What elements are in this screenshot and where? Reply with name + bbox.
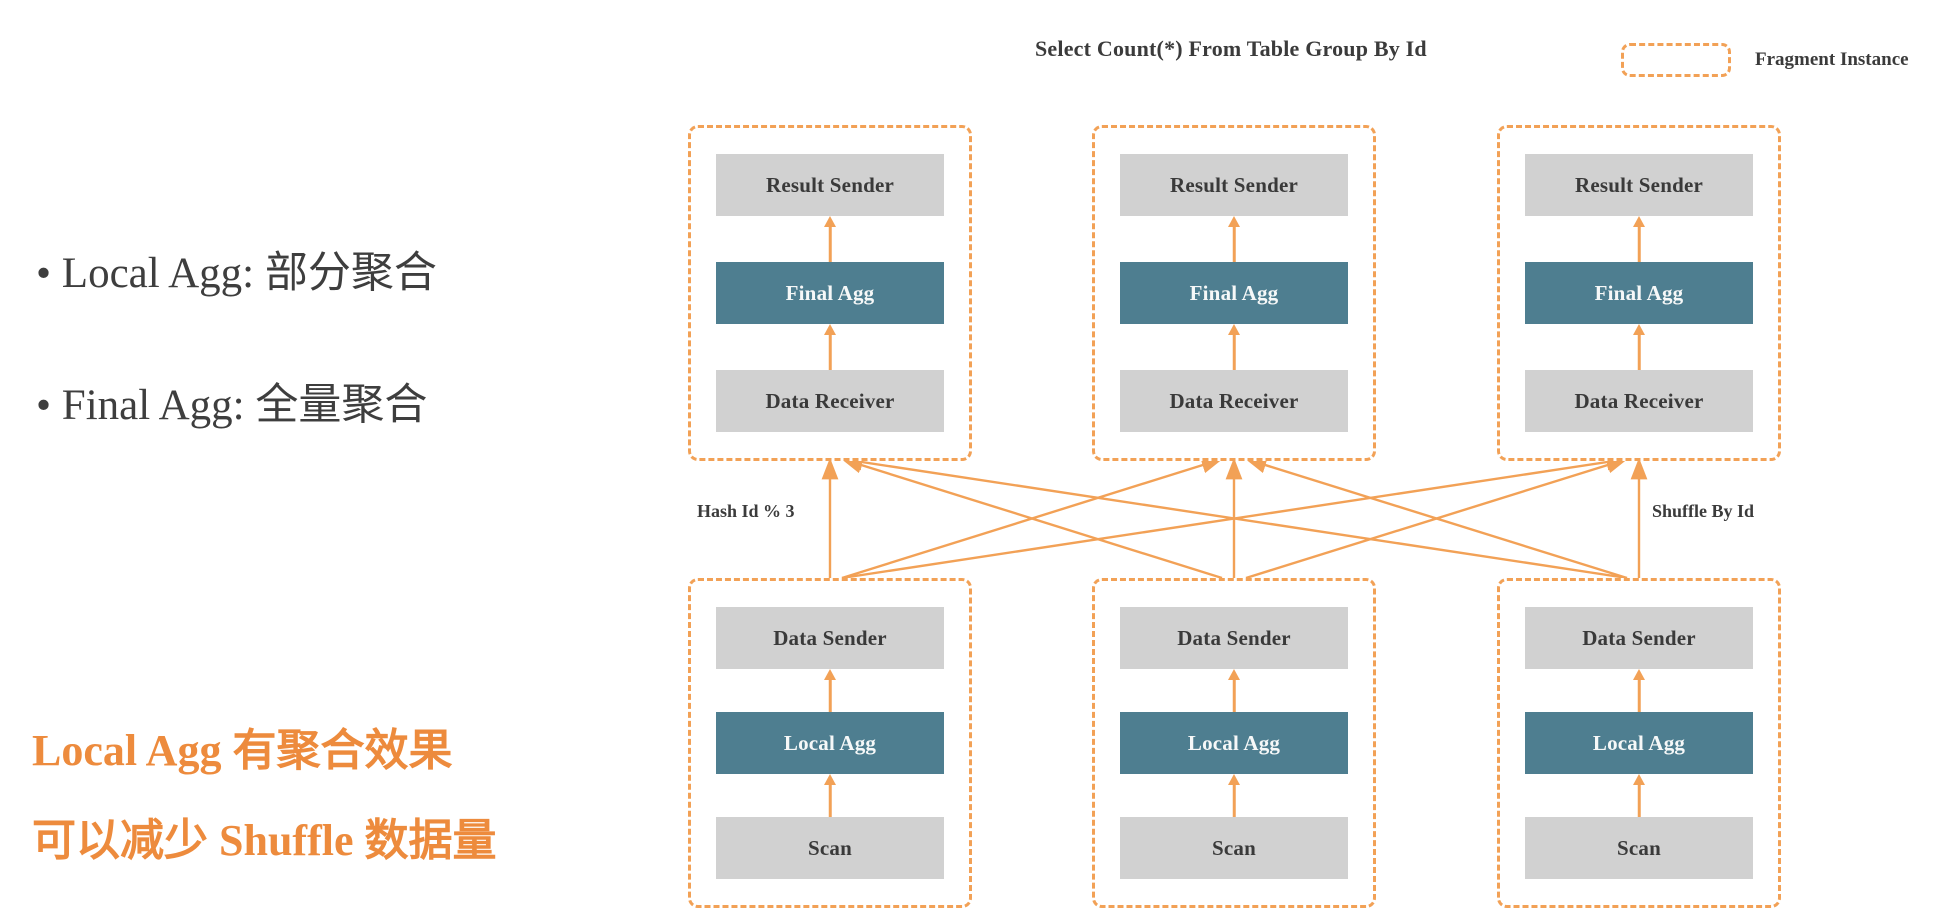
node-data-sender: Data Sender [716,607,944,669]
fragment-instance-bottom-3: Data Sender Local Agg Scan [1497,578,1781,908]
bullet-local-agg: • Local Agg: 部分聚合 [36,250,437,297]
edge-label-shuffle: Shuffle By Id [1652,501,1755,521]
arrow-up-icon [1095,216,1373,262]
node-final-agg: Final Agg [716,262,944,324]
node-result-sender: Result Sender [1525,154,1753,216]
node-final-agg: Final Agg [1120,262,1348,324]
node-result-sender: Result Sender [1120,154,1348,216]
shuffle-arrow-line [1245,457,1629,580]
highlight-line-1: Local Agg 有聚合效果 [32,726,453,775]
arrow-up-icon [1500,774,1778,817]
arrow-up-icon [691,324,969,370]
shuffle-arrow-line [840,453,1628,580]
fragment-instance-top-1: Result Sender Final Agg Data Receiver [688,125,972,461]
node-final-agg: Final Agg [1525,262,1753,324]
node-local-agg: Local Agg [716,712,944,774]
arrow-up-icon [1500,669,1778,712]
diagram-title: Select Count(*) From Table Group By Id [1035,36,1427,61]
node-data-receiver: Data Receiver [1525,370,1753,432]
arrow-up-icon [1095,774,1373,817]
fragment-instance-top-3: Result Sender Final Agg Data Receiver [1497,125,1781,461]
arrow-up-icon [691,774,969,817]
node-data-sender: Data Sender [1120,607,1348,669]
node-local-agg: Local Agg [1525,712,1753,774]
node-result-sender: Result Sender [716,154,944,216]
shuffle-arrow-line [840,457,1223,580]
legend-label: Fragment Instance [1755,49,1909,70]
arrow-up-icon [691,216,969,262]
node-scan: Scan [1525,817,1753,879]
shuffle-arrow-line [841,453,1629,580]
node-data-sender: Data Sender [1525,607,1753,669]
arrow-up-icon [1095,669,1373,712]
fragment-instance-top-2: Result Sender Final Agg Data Receiver [1092,125,1376,461]
arrow-up-icon [1500,324,1778,370]
arrow-up-icon [1500,216,1778,262]
fragment-instance-bottom-2: Data Sender Local Agg Scan [1092,578,1376,908]
node-local-agg: Local Agg [1120,712,1348,774]
node-scan: Scan [716,817,944,879]
shuffle-arrow-line [841,457,1224,580]
node-scan: Scan [1120,817,1348,879]
fragment-instance-swatch [1621,43,1731,77]
arrow-up-icon [1095,324,1373,370]
node-data-receiver: Data Receiver [716,370,944,432]
fragment-instance-bottom-1: Data Sender Local Agg Scan [688,578,972,908]
bullet-final-agg: • Final Agg: 全量聚合 [36,382,428,429]
legend: Fragment Instance [1621,43,1909,77]
shuffle-arrow-line [1244,457,1628,580]
node-data-receiver: Data Receiver [1120,370,1348,432]
arrow-up-icon [691,669,969,712]
edge-label-hash: Hash Id % 3 [697,501,795,521]
highlight-line-2: 可以减少 Shuffle 数据量 [32,816,497,865]
